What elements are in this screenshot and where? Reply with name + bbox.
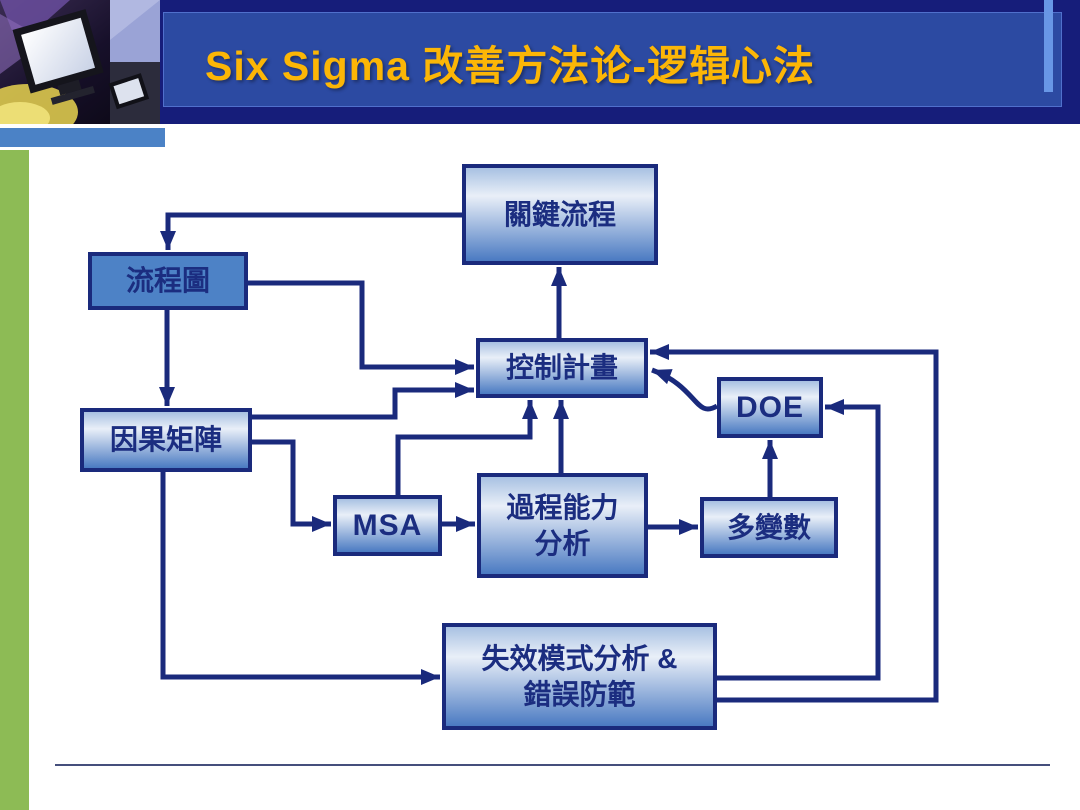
node-label: 關鍵流程: [503, 198, 616, 230]
node-msa: MSA: [333, 495, 442, 556]
edge-causematrix-to-msa: [252, 439, 331, 532]
node-doe: DOE: [717, 377, 823, 438]
node-multi-vari: 多變數: [700, 497, 838, 558]
node-flow-chart: 流程圖: [88, 252, 248, 310]
edge-causematrix-to-controlplan: [252, 382, 474, 420]
monitor-icon: [0, 0, 160, 124]
node-label: 控制計畫: [505, 352, 618, 383]
node-label: MSA: [352, 508, 423, 542]
computer-monitor-graphic: [0, 0, 160, 124]
edge-keyprocess-to-flowchart: [160, 212, 462, 250]
node-process-capability-analysis: 過程能力 分析: [477, 473, 648, 578]
node-label: 流程圖: [125, 265, 210, 296]
edge-flowchart-to-controlplan: [248, 280, 474, 375]
node-label: 多變數: [726, 511, 811, 543]
node-label: 失效模式分析 & 錯誤防範: [481, 642, 678, 710]
node-control-plan: 控制計畫: [476, 338, 648, 398]
left-green-bar: [0, 150, 29, 810]
subheader-bar: [0, 128, 165, 147]
edge-causematrix-to-fmea: [160, 472, 440, 685]
node-fmea-mistake-proofing: 失效模式分析 & 錯誤防範: [442, 623, 717, 730]
node-label: 因果矩陣: [109, 424, 222, 455]
header-accent-bar: [1044, 0, 1053, 92]
node-key-process: 關鍵流程: [462, 164, 658, 265]
edge-fmea-to-controlplan: [650, 344, 939, 703]
header-panel: [163, 12, 1062, 107]
slide-header: Six Sigma 改善方法论-逻辑心法: [160, 0, 1080, 124]
edge-fmea-to-doe: [716, 399, 881, 681]
node-label: DOE: [735, 390, 804, 424]
node-label: 過程能力 分析: [506, 491, 619, 559]
edge-msa-to-controlplan: [395, 400, 538, 495]
edge-doe-to-controlplan: [651, 367, 719, 412]
node-cause-effect-matrix: 因果矩陣: [80, 408, 252, 472]
slide-title: Six Sigma 改善方法论-逻辑心法: [205, 43, 816, 89]
footer-divider: [55, 764, 1050, 766]
